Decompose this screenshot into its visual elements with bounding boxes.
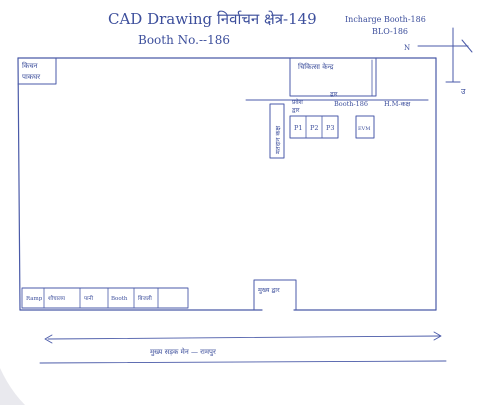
north-label: उ [461, 87, 466, 96]
small-cell-3: P3 [326, 124, 335, 132]
bottom-cell-5: बिजली [138, 295, 152, 302]
booth-number-label: Booth No.--186 [138, 33, 230, 47]
top-right-strip-label: चिकित्सा केन्द्र [298, 62, 334, 71]
svg-text:N: N [404, 44, 410, 52]
room-top-left-label1: किचन [22, 61, 38, 70]
room-top-right-strip: चिकित्सा केन्द्र [289, 57, 377, 97]
gate-room-label1: द्वार [330, 91, 338, 98]
small-cells-row: P1 P2 P3 EVM [289, 115, 375, 139]
poll-room-label: H.M-कक्ष [384, 100, 411, 108]
bottom-cells-row: Ramp शौचालय पानी Booth बिजली [21, 287, 189, 309]
bottom-gate: मुख्य द्वार [253, 279, 297, 311]
room-top-left: किचन पाकघर [17, 57, 57, 85]
north-marker-icon: N उ [404, 27, 473, 96]
small-box-label: EVM [358, 126, 370, 132]
incharge-note: Incharge Booth-186 [345, 15, 426, 24]
road-label: मुख्य सड़क मेन — रामपुर [150, 347, 216, 356]
small-cell-1: P1 [294, 124, 303, 132]
bottom-gate-label: मुख्य द्वार [258, 286, 280, 294]
vertical-corridor: मतदान कक्ष [269, 103, 285, 159]
booth-room-label: Booth-186 [334, 100, 368, 108]
room-top-left-label2: पाकघर [22, 73, 40, 81]
road: मुख्य सड़क मेन — रामपुर [39, 331, 447, 364]
bottom-cell-4: Booth [111, 296, 128, 302]
drawing-title: CAD Drawing निर्वाचन क्षेत्र-149 [108, 10, 317, 28]
bottom-cell-1: Ramp [26, 296, 43, 302]
bottom-cell-3: पानी [84, 295, 94, 302]
building-outline [17, 57, 437, 311]
vertical-corridor-label: मतदान कक्ष [274, 126, 282, 154]
entry-label2: द्वार [292, 107, 300, 114]
bottom-cell-2: शौचालय [48, 295, 66, 302]
entry-label1: प्रवेश [292, 98, 304, 106]
small-cell-2: P2 [310, 124, 319, 132]
page-curl [0, 368, 25, 405]
blo-note: BLO-186 [372, 27, 408, 36]
